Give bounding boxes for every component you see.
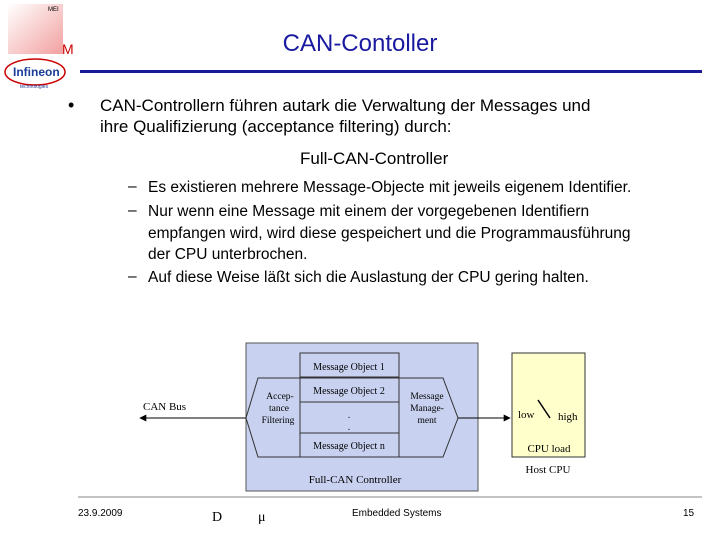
cpu-load-needle (537, 399, 551, 419)
logo-background (8, 4, 63, 54)
footer-date: 23.9.2009 (78, 508, 123, 519)
footer-course: Embedded Systems (352, 508, 442, 519)
cpu-load-high-label: high (558, 411, 578, 423)
dash-2: – (128, 202, 137, 219)
acceptance-filter-shape (245, 377, 301, 458)
management-label-2: Manage- (410, 404, 444, 414)
sub-bullet-2-line3: der CPU unterbrochen. (148, 246, 308, 263)
ellipsis-dot-2: . (348, 422, 351, 433)
footer-d: D (212, 510, 223, 525)
cpu-load-low-label: low (518, 409, 535, 421)
infineon-logo: MEI M Infineon technologies (4, 4, 74, 90)
logo-swoosh (4, 58, 66, 86)
bullet-main-line3: Full-CAN-Controller (300, 149, 449, 168)
can-bus-label: CAN Bus (143, 401, 186, 413)
message-object-2-label: Message Object 2 (313, 386, 385, 397)
acceptance-label-1: Accep- (266, 392, 293, 402)
message-object-1-label: Message Object 1 (313, 362, 385, 373)
footer-page-number: 15 (683, 508, 695, 519)
slide-title: CAN-Contoller (282, 30, 438, 57)
message-object-n-label: Message Object n (313, 441, 385, 452)
logo-m: M (62, 41, 74, 57)
bullet-main-line2: ihre Qualifizierung (acceptance filterin… (100, 117, 452, 136)
sub-bullet-3: Auf diese Weise läßt sich die Auslastung… (148, 269, 589, 286)
logo-text: Infineon (13, 65, 60, 79)
message-object-1-box (299, 352, 400, 378)
message-object-2-box (299, 377, 400, 403)
host-cpu-label: Host CPU (526, 464, 571, 476)
title-rule (80, 70, 702, 73)
dash-1: – (128, 178, 137, 195)
management-label-1: Message (410, 392, 443, 402)
sub-bullet-1: Es existieren mehrere Message-Objecte mi… (148, 179, 632, 196)
acceptance-label-3: Filtering (262, 416, 295, 426)
sub-bullet-2-line1: Nur wenn eine Message mit einem der vorg… (148, 203, 590, 220)
logo-tag: MEI (48, 7, 59, 13)
management-label-3: ment (418, 416, 437, 426)
ellipsis-dot-1: . (348, 410, 351, 421)
bullet-marker: • (68, 95, 75, 115)
message-management-shape (398, 377, 459, 458)
cpu-load-label: CPU load (527, 443, 571, 455)
host-cpu-box (511, 352, 586, 458)
logo-sub: technologies (20, 84, 49, 90)
dash-3: – (128, 268, 137, 285)
sub-bullet-2-line2: empfangen wird, wird diese gespeichert u… (148, 225, 631, 242)
footer-mu: μ (258, 510, 266, 525)
full-can-controller-label: Full-CAN Controller (309, 474, 402, 486)
acceptance-label-2: tance (269, 404, 289, 414)
bullet-main-line1: CAN-Controllern führen autark die Verwal… (100, 96, 591, 115)
